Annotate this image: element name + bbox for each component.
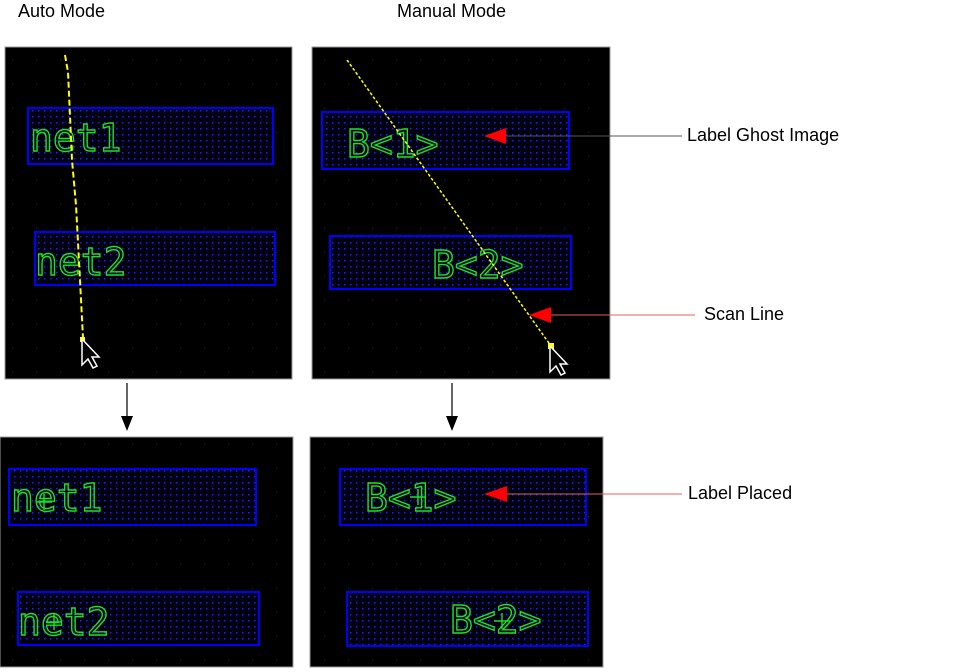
- label-box: [34, 231, 276, 286]
- annotation-placed: Label Placed: [484, 483, 792, 503]
- annotation-ghost: Label Ghost Image: [484, 125, 839, 145]
- net-label: net2: [35, 240, 127, 284]
- panel-auto-before: net1 net2: [4, 46, 293, 380]
- panel-auto-after: net1 net2: [0, 436, 294, 668]
- net-label: net2: [18, 600, 110, 644]
- label-box: [321, 111, 570, 170]
- bus-label: B<2>: [450, 598, 542, 642]
- scan-line: [64, 54, 84, 339]
- heading-auto-mode: Auto Mode: [18, 1, 105, 21]
- label-box: [27, 107, 274, 165]
- annotation-placed-label: Label Placed: [688, 483, 792, 503]
- label-box: [17, 591, 260, 646]
- pointer-arrow-icon: [529, 307, 551, 323]
- label-box: [329, 235, 572, 290]
- down-arrow: [446, 383, 458, 431]
- panel-manual-before: B<1> B<2>: [311, 46, 611, 380]
- annotation-ghost-label: Label Ghost Image: [687, 125, 839, 145]
- annotation-scan-label: Scan Line: [704, 304, 784, 324]
- label-origin-marker: [46, 614, 62, 630]
- pointer-arrow-icon: [484, 486, 507, 502]
- scan-line: [346, 59, 552, 347]
- cursor-icon: [549, 344, 569, 376]
- bus-label: B<2>: [432, 243, 524, 287]
- label-box: [346, 591, 589, 647]
- heading-manual-mode: Manual Mode: [397, 1, 506, 21]
- net-label: net1: [11, 476, 103, 520]
- cursor-icon: [81, 337, 101, 369]
- label-origin-marker: [410, 489, 426, 505]
- label-box: [339, 468, 587, 526]
- panel-manual-after: B<1> B<2>: [309, 436, 604, 668]
- bus-label: B<1>: [365, 476, 457, 520]
- label-origin-marker: [494, 613, 510, 629]
- bus-label-ghost: B<1>: [347, 122, 439, 166]
- pointer-arrow-icon: [484, 128, 506, 144]
- net-label: net1: [30, 116, 122, 160]
- down-arrow: [121, 383, 133, 431]
- annotation-scan: Scan Line: [529, 304, 784, 324]
- label-origin-marker: [36, 494, 52, 510]
- label-box: [8, 468, 257, 526]
